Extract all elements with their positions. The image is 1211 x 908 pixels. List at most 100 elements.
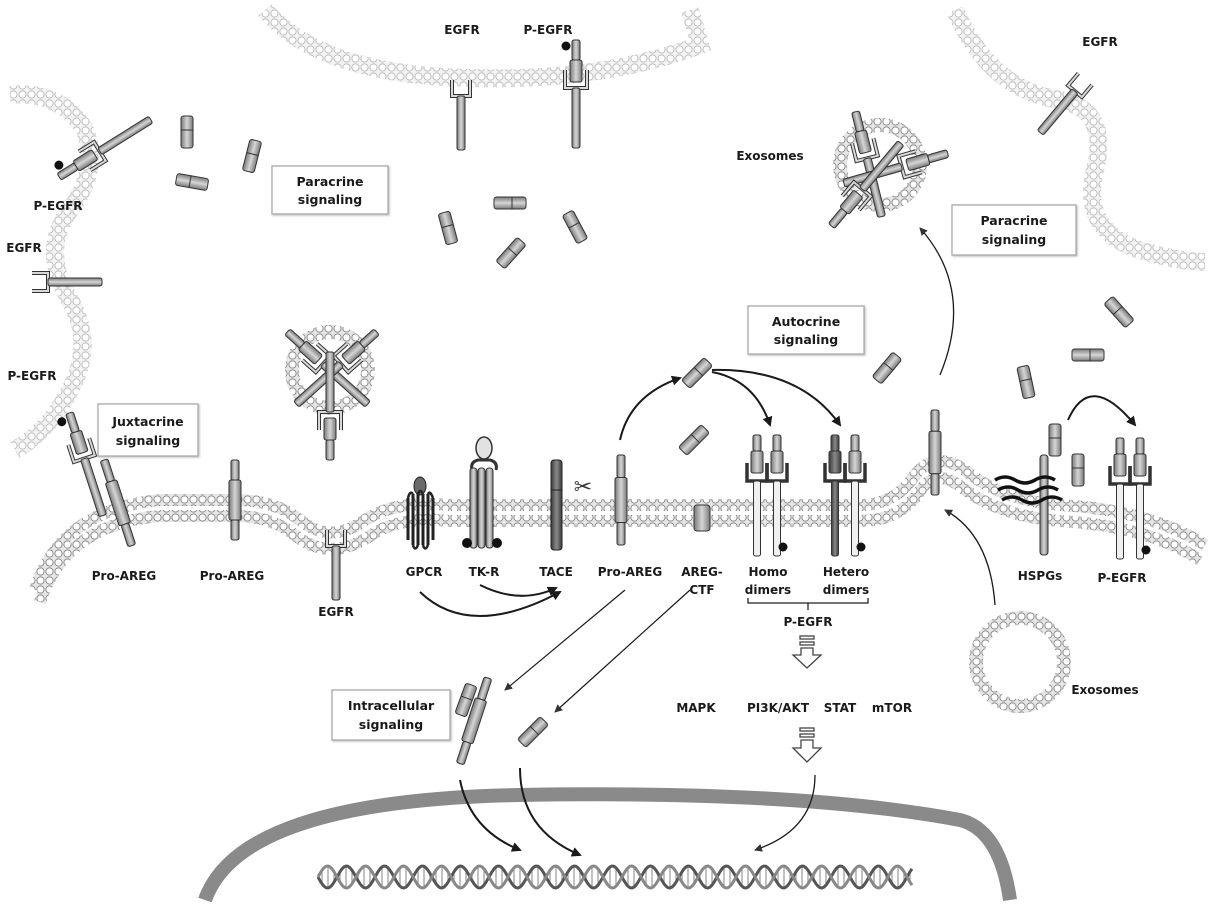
gpcr-receptor — [406, 476, 435, 550]
box-paracrine-right-line1: Paracrine — [980, 213, 1047, 228]
gpcr-helices — [406, 494, 435, 545]
label-gpcr: GPCR — [406, 565, 443, 579]
hspg-proteoglycans — [994, 454, 1063, 556]
label-hetero-line1: Hetero — [823, 565, 869, 579]
tk-receptor — [462, 436, 502, 549]
arrow-to-nucleus-2 — [519, 767, 582, 857]
homo-dimer — [745, 434, 789, 557]
pegfr-right-dimer — [1108, 437, 1152, 560]
label-pathway-stat: STAT — [824, 701, 857, 715]
free-areg-ligand-8 — [681, 357, 713, 389]
arrow-aregctf-intracellular — [554, 589, 691, 713]
label-egfr-top: EGFR — [444, 23, 479, 37]
neighbor-cell-membranes — [9, 4, 1206, 458]
exosome-left-pegfr-2 — [293, 329, 379, 407]
arrow-tkr-to-tace — [479, 584, 558, 597]
areg-ctf-fragment — [693, 504, 711, 532]
free-areg-ligand-5 — [493, 196, 527, 210]
box-intracellular-line1: Intracellular — [348, 698, 435, 713]
label-pegfr-left-lower: P-EGFR — [7, 369, 56, 383]
exosome-vesicles — [285, 118, 1071, 713]
dimer-brackets — [747, 598, 869, 610]
pegfr-juxtacrine-receptor — [57, 411, 107, 517]
egfr-top-receptor — [450, 80, 472, 151]
label-homo-line1: Homo — [748, 565, 787, 579]
label-pro-areg-3: Pro-AREG — [598, 565, 663, 579]
box-autocrine-line2: signaling — [774, 332, 838, 347]
left-cell-membrane — [9, 85, 99, 458]
label-homo-line2: dimers — [745, 583, 791, 597]
box-juxtacrine: Juxtacrine signaling — [97, 403, 199, 457]
label-areg-ctf-line2: CTF — [689, 583, 714, 597]
arrow-paracrine-out — [919, 227, 955, 376]
gpcr-ligand — [413, 476, 427, 496]
label-pro-areg-1: Pro-AREG — [92, 569, 157, 583]
box-paracrine-left: Paracrine signaling — [271, 165, 389, 215]
arrow-gpcr-to-tace — [419, 591, 562, 617]
label-pathway-mtor: mTOR — [872, 701, 912, 715]
diagram-labels: EGFR P-EGFR EGFR P-EGFR EGFR P-EGFR Exos… — [6, 23, 1146, 715]
dna-helix — [316, 864, 914, 890]
egfr-membrane-receptor — [325, 530, 347, 601]
label-egfr-left: EGFR — [6, 241, 41, 255]
free-areg-ligand-6 — [496, 237, 526, 269]
pro-areg-membrane-3 — [614, 454, 628, 546]
pro-areg-juxtacrine — [100, 458, 136, 547]
pro-areg-membrane-2 — [228, 459, 242, 541]
pegfr-left-upper-receptor — [54, 116, 153, 180]
free-areg-ligand-3 — [242, 139, 262, 173]
arrow-hspg-to-pegfr — [1067, 395, 1137, 427]
label-exosomes-bottom: Exosomes — [1071, 683, 1138, 697]
exosome-top-pegfr-3 — [828, 140, 904, 229]
label-pegfr-dimers: P-EGFR — [783, 615, 832, 629]
label-pathway-mapk: MAPK — [676, 701, 716, 715]
scissors-icon: ✂ — [574, 475, 592, 500]
hollow-down-arrows — [791, 635, 823, 763]
label-pegfr-left-upper: P-EGFR — [33, 199, 82, 213]
ligand-on-hspg-1 — [1048, 423, 1062, 457]
top-cell-membrane — [258, 4, 711, 88]
box-paracrine-left-line2: signaling — [298, 192, 362, 207]
ligand-on-hspg-2 — [1071, 453, 1085, 487]
label-pegfr-top: P-EGFR — [523, 23, 572, 37]
free-areg-ligand-13 — [1016, 365, 1036, 399]
box-paracrine-left-line1: Paracrine — [296, 174, 363, 189]
label-exosomes-top: Exosomes — [736, 149, 803, 163]
exosome-bottom-right — [969, 611, 1071, 713]
hetero-dimer — [823, 434, 867, 557]
free-areg-ligand-11 — [1104, 296, 1134, 328]
signal-boxes: Paracrine signaling Paracrine signaling … — [97, 165, 1077, 741]
label-areg-ctf-line1: AREG- — [681, 565, 723, 579]
free-areg-ligand-12 — [1071, 348, 1105, 362]
free-areg-ligand-2 — [175, 173, 209, 191]
exosome-left-pegfr-3 — [317, 351, 343, 461]
box-juxtacrine-line2: signaling — [116, 433, 180, 448]
right-cell-membrane — [946, 6, 1206, 271]
box-paracrine-right-line2: signaling — [982, 232, 1046, 247]
free-areg-ligand-15 — [517, 716, 549, 748]
box-intracellular-line2: signaling — [359, 717, 423, 732]
arrow-to-homodimer — [711, 371, 773, 427]
tace-protease — [550, 459, 563, 551]
label-pro-areg-2: Pro-AREG — [200, 569, 265, 583]
egfr-top-right-receptor — [1037, 71, 1094, 135]
hollow-arrow-lower — [791, 727, 823, 763]
label-egfr-membrane: EGFR — [318, 605, 353, 619]
free-areg-ligand-9 — [678, 424, 710, 456]
hollow-arrow-upper — [791, 635, 823, 669]
tkr-ligand — [475, 436, 493, 460]
arrow-proareg-intracellular — [504, 589, 626, 691]
label-tace: TACE — [539, 565, 573, 579]
arrow-proareg-release — [619, 375, 682, 441]
nuclear-envelope — [198, 787, 1017, 903]
label-pathway-pi3k-akt: PI3K/AKT — [747, 701, 810, 715]
label-pegfr-right: P-EGFR — [1097, 571, 1146, 585]
free-areg-ligand-14 — [455, 683, 477, 717]
intracellular-pro-areg — [456, 676, 492, 765]
box-intracellular: Intracellular signaling — [331, 689, 451, 741]
box-autocrine-line1: Autocrine — [772, 314, 840, 329]
free-areg-ligand-10 — [872, 352, 902, 384]
arrow-pathway-to-nucleus — [754, 774, 816, 852]
